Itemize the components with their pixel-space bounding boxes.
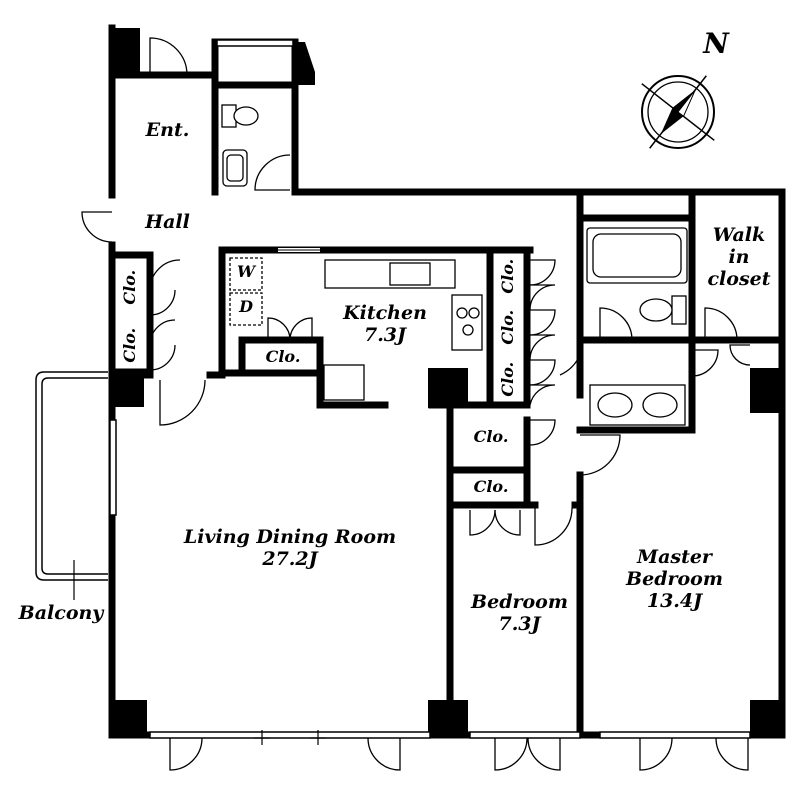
- compass-north-label: N: [703, 27, 729, 60]
- closet-bedroom-1-label: Clo.: [473, 427, 509, 446]
- balcony-rail: [35, 371, 108, 581]
- room-master-bedroom-label: Master Bedroom 13.4J: [626, 546, 723, 612]
- closet-hall-bottom-label: Clo.: [119, 327, 139, 363]
- room-hall-label: Hall: [145, 211, 190, 233]
- room-kitchen-label: Kitchen 7.3J: [343, 302, 427, 346]
- door-swings: [81, 37, 751, 771]
- north-arrow-icon: [641, 75, 715, 149]
- washer-label: W: [237, 262, 255, 281]
- closet-mid-3-label: Clo.: [497, 361, 517, 397]
- closet-bedroom-2-label: Clo.: [473, 477, 509, 496]
- room-balcony-label: Balcony: [18, 602, 104, 624]
- closet-mid-2-label: Clo.: [497, 309, 517, 345]
- closet-hall-top-label: Clo.: [119, 269, 139, 305]
- room-bedroom-label: Bedroom 7.3J: [471, 591, 568, 635]
- columns: [112, 28, 785, 738]
- fixtures: [221, 104, 688, 426]
- closet-kitchen-label: Clo.: [265, 347, 301, 366]
- room-entrance-label: Ent.: [145, 119, 190, 141]
- closet-mid-1-label: Clo.: [497, 258, 517, 294]
- windows: [109, 39, 751, 739]
- room-walk-in-closet-label: Walk in closet: [707, 224, 771, 290]
- room-living-dining-label: Living Dining Room 27.2J: [183, 526, 397, 570]
- dryer-label: D: [239, 297, 253, 316]
